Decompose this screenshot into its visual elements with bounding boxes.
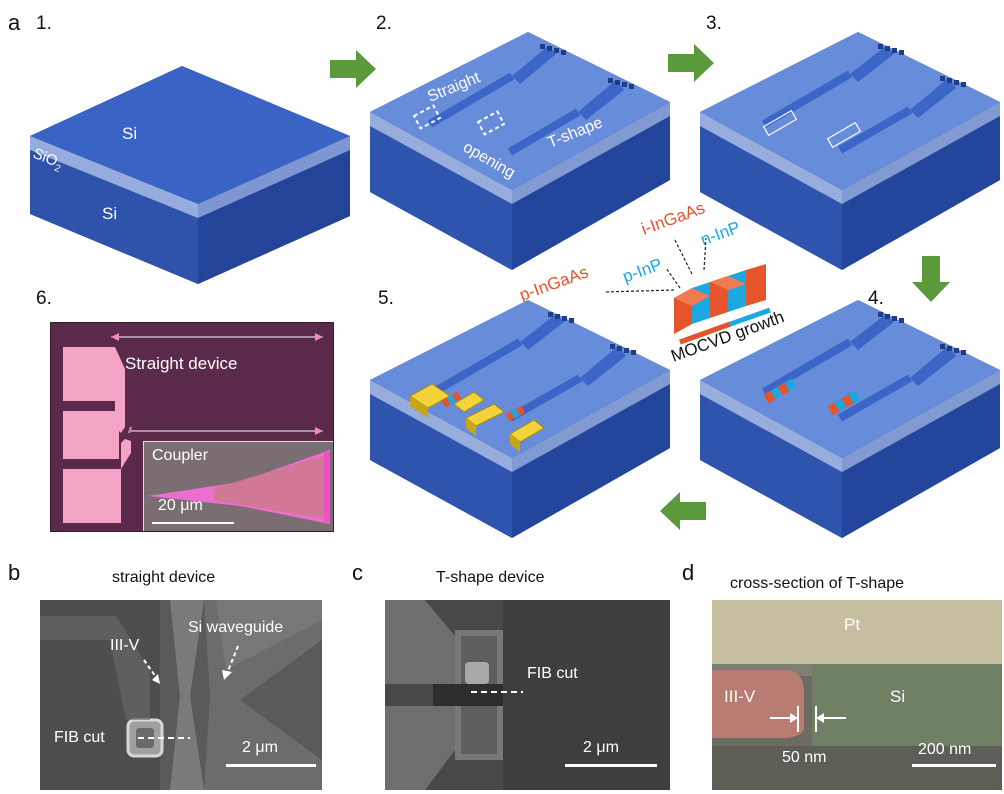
wafer-step-3 [700,32,1000,270]
c-scale-bar [565,764,657,767]
sem-image-b: III-V Si waveguide FIB cut 2 μm [40,600,322,790]
panel-label-c: c [352,560,363,585]
wafer-step-5 [370,300,670,538]
layer-pointer-arrows [603,237,707,293]
b-scale-label: 2 μm [242,739,278,756]
d-iii-v-label: III-V [724,687,756,706]
epi-layer-stack [674,264,771,345]
arrow-3-4-icon [912,256,950,302]
coupler-inset: Coupler 20 μm [143,441,333,531]
b-scale-bar [226,764,316,767]
arrow-2-3-icon [668,44,714,82]
wafer-step-2: Straight T-shape opening [370,32,670,270]
d-scale-bar [912,764,996,767]
b-si-waveguide-label: Si waveguide [188,619,284,636]
c-fib-cut-label: FIB cut [527,665,578,682]
pad-top [63,347,115,401]
panel-label-b: b [8,560,21,585]
b-iii-v-label: III-V [110,637,140,654]
micrograph-scale-bar [152,522,234,524]
step-3-label: 3. [706,13,722,34]
arrow-1-2-icon [330,50,376,88]
step-1-label: 1. [36,13,52,34]
sem-image-c: FIB cut 2 μm [385,600,670,790]
panel-label-d: d [682,560,695,585]
panel-label-a: a [8,10,21,35]
wafer-step-4 [700,300,1000,538]
pad-bottom [63,469,121,523]
step-6-label: 6. [36,288,52,309]
arrow-4-5-icon [660,492,706,530]
d-gap-label: 50 nm [782,749,827,766]
d-scale-label: 200 nm [918,741,972,758]
sem-image-d: Pt III-V Si 50 nm 200 nm [712,600,1002,790]
wafer-step-1: Si SiO2 Si [30,66,350,284]
optical-micrograph: Straight device Coupler 20 μm [50,322,334,532]
si-bottom-label: Si [102,204,117,223]
b-fib-cut-label: FIB cut [54,729,105,746]
step-5-label: 5. [378,288,394,309]
panel-d-title: cross-section of T-shape [730,575,905,592]
c-scale-label: 2 μm [583,739,619,756]
pad-middle [63,411,119,459]
d-si-label: Si [890,687,906,706]
gold-contacts [409,383,545,452]
step-2-label: 2. [376,13,392,34]
coupler-label: Coupler [152,447,209,464]
straight-device-label: Straight device [125,354,238,373]
si-top-label: Si [122,124,137,143]
d-pt-label: Pt [844,615,861,634]
panel-c-title: T-shape device [436,569,545,586]
panel-b-title: straight device [112,569,216,586]
step-4-label: 4. [868,288,884,309]
micrograph-scale-label: 20 μm [158,497,203,514]
